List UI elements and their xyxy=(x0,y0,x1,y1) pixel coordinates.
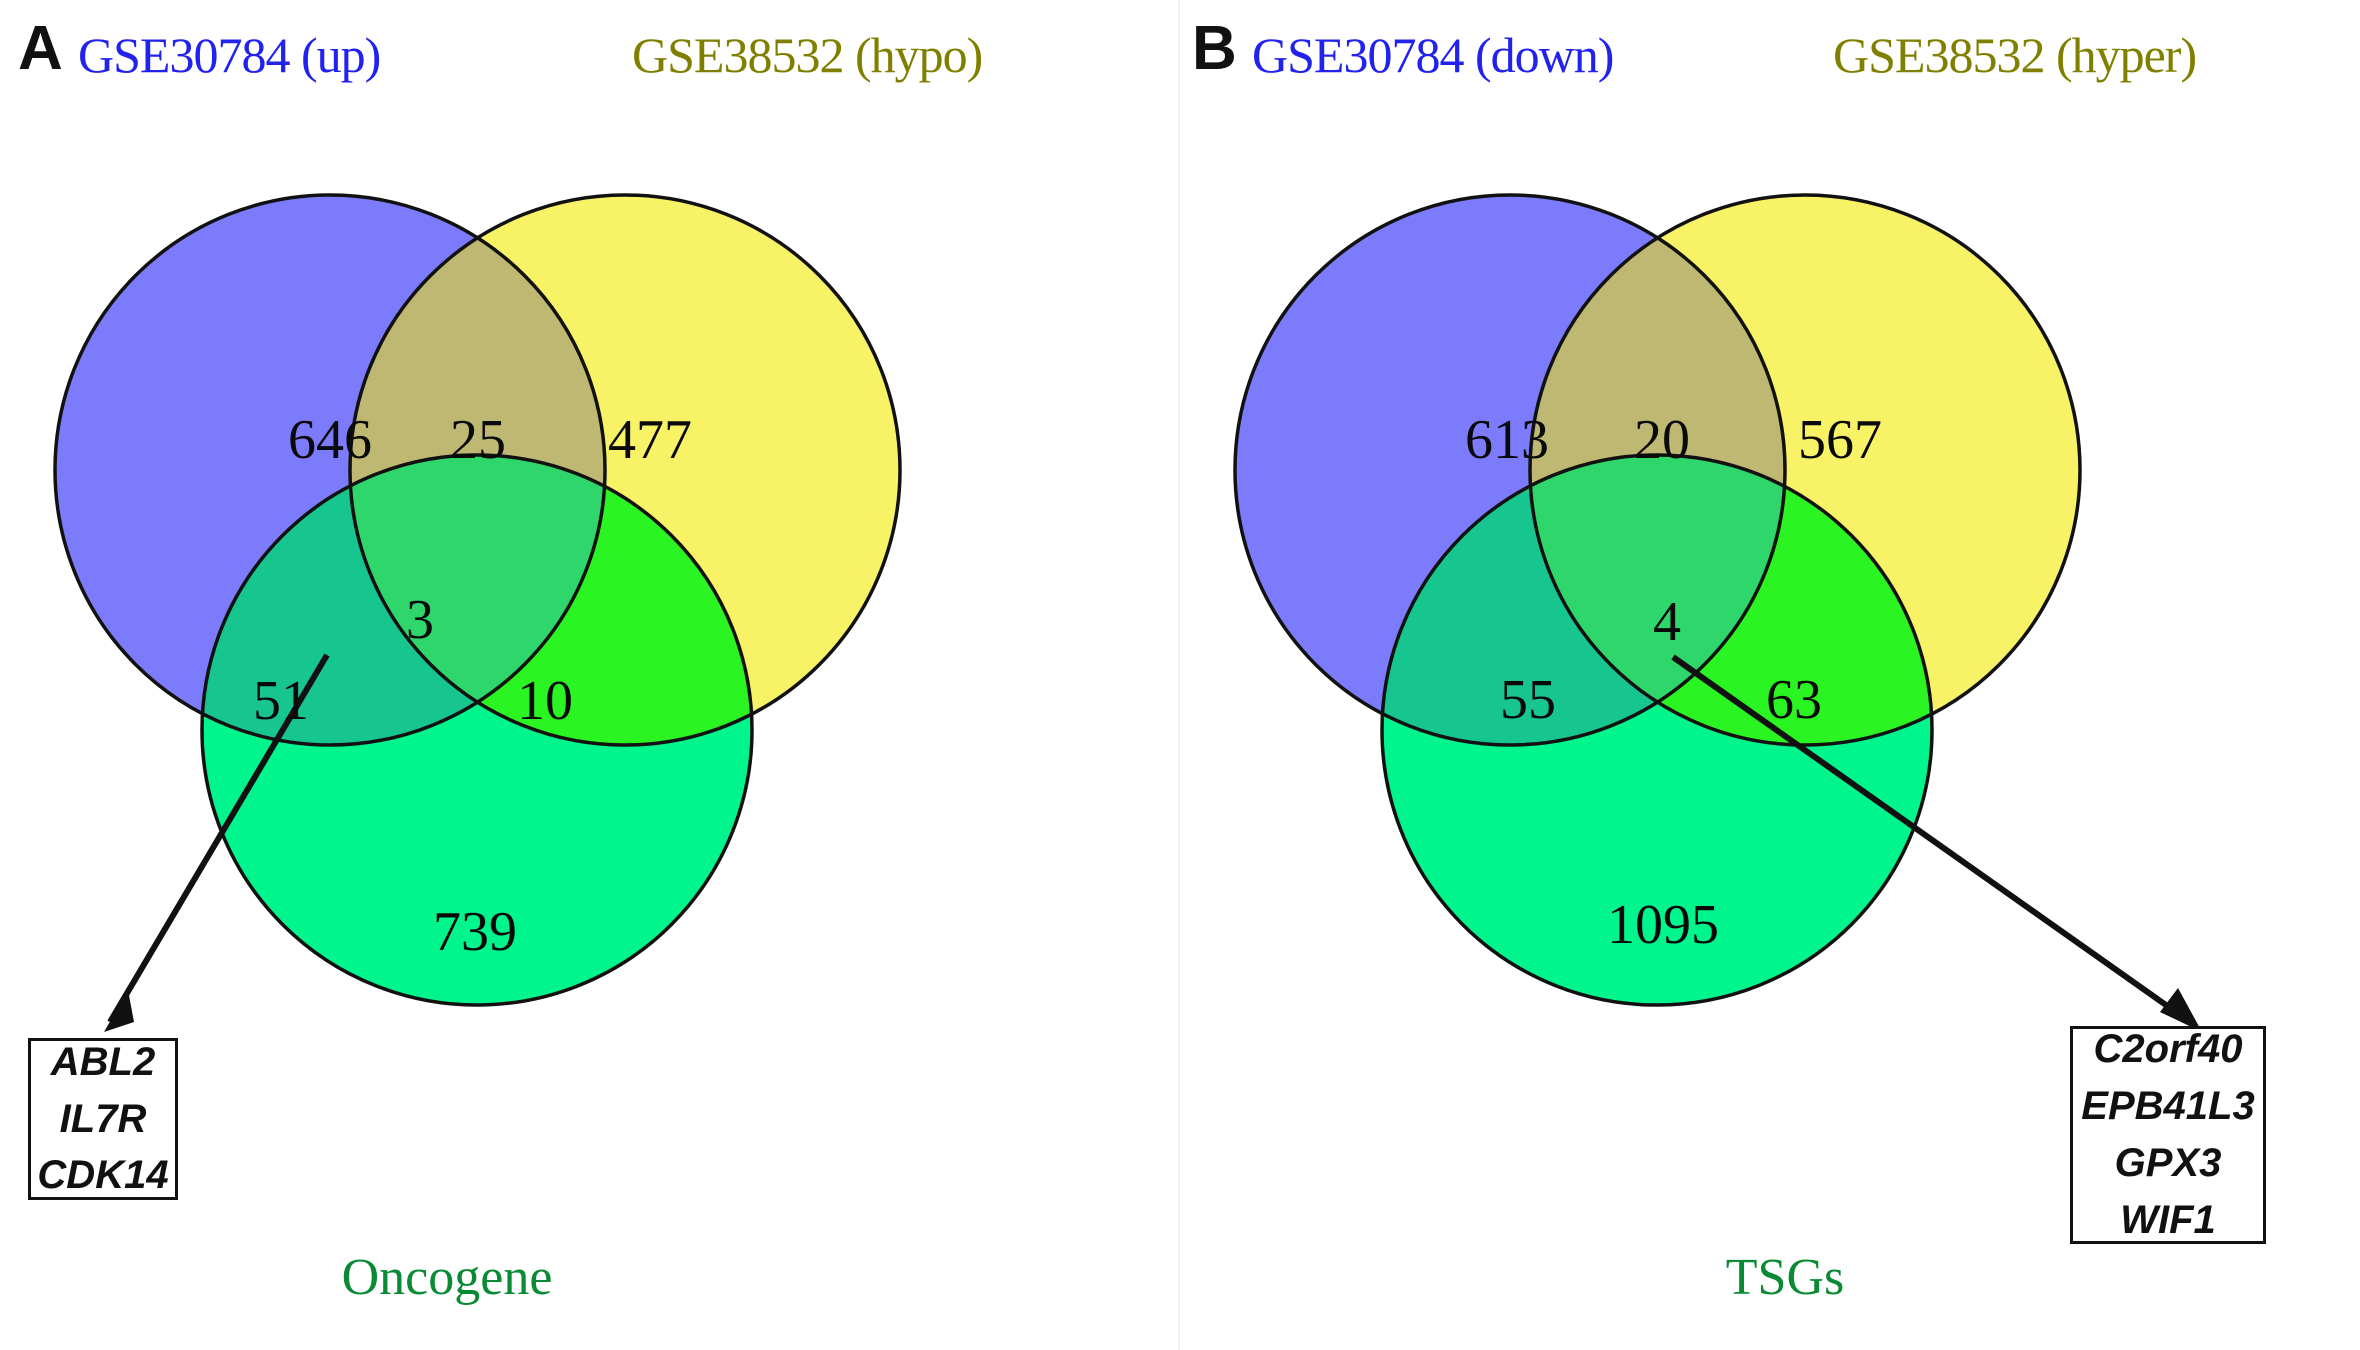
venn-b-count-triple: 4 xyxy=(1653,591,1681,653)
venn-a-count-yellow-only: 477 xyxy=(608,409,692,471)
venn-a-count-blue-green: 51 xyxy=(253,670,309,732)
venn-a-count-triple: 3 xyxy=(406,589,434,651)
venn-b-count-blue-green: 55 xyxy=(1500,669,1556,731)
gene-label: WIF1 xyxy=(2120,1197,2216,1242)
venn-a-gene-box: ABL2 IL7R CDK14 xyxy=(28,1038,178,1200)
venn-a-count-blue-yellow: 25 xyxy=(450,409,506,471)
venn-b-count-green-only: 1095 xyxy=(1607,894,1719,956)
venn-b-count-blue-only: 613 xyxy=(1465,409,1549,471)
panel-b-title-left: GSE30784 (down) xyxy=(1252,27,1614,83)
venn-a-count-blue-only: 646 xyxy=(288,409,372,471)
venn-b-gene-box: C2orf40 EPB41L3 GPX3 WIF1 xyxy=(2070,1026,2266,1244)
venn-a-outline-yellow xyxy=(348,193,902,747)
venn-b-bottom-label: TSGs xyxy=(1725,1249,1845,1306)
gene-label: CDK14 xyxy=(37,1153,169,1198)
panel-divider xyxy=(1178,0,1180,1350)
panel-a: A GSE30784 (up) GSE38532 (hypo) xyxy=(18,14,983,1306)
venn-a-callout-arrow xyxy=(104,653,330,1032)
venn-b-count-yellow-green: 63 xyxy=(1766,669,1822,731)
gene-label: EPB41L3 xyxy=(2081,1084,2255,1129)
venn-b-outline-yellow xyxy=(1528,193,2082,747)
venn-b-callout-arrow xyxy=(1671,654,2202,1032)
gene-label: ABL2 xyxy=(50,1039,156,1084)
venn-a-outline-blue xyxy=(53,193,607,747)
venn-b-outline-green xyxy=(1380,453,1934,1007)
panel-a-title-left: GSE30784 (up) xyxy=(78,27,381,83)
gene-label: IL7R xyxy=(59,1096,147,1141)
venn-diagram-b xyxy=(1233,193,2202,1032)
venn-a-count-yellow-green: 10 xyxy=(517,670,573,732)
panel-b: B GSE30784 (down) GSE38532 (hyper) xyxy=(1180,0,2360,1350)
panel-a-title-right: GSE38532 (hypo) xyxy=(632,27,983,83)
venn-diagram-a xyxy=(53,193,902,1032)
venn-a-bottom-label: Oncogene xyxy=(341,1249,553,1306)
venn-b-outline-blue xyxy=(1233,193,1787,747)
venn-b-count-yellow-only: 567 xyxy=(1798,409,1882,471)
gene-label: GPX3 xyxy=(2114,1141,2222,1185)
venn-a-outline-green xyxy=(200,453,754,1007)
venn-b-count-blue-yellow: 20 xyxy=(1634,409,1690,471)
gene-label: C2orf40 xyxy=(2093,1027,2243,1072)
panel-letter-a: A xyxy=(18,14,63,83)
panel-b-title-right: GSE38532 (hyper) xyxy=(1833,27,2197,83)
panel-letter-b: B xyxy=(1192,14,1237,83)
venn-a-count-green-only: 739 xyxy=(433,901,517,963)
